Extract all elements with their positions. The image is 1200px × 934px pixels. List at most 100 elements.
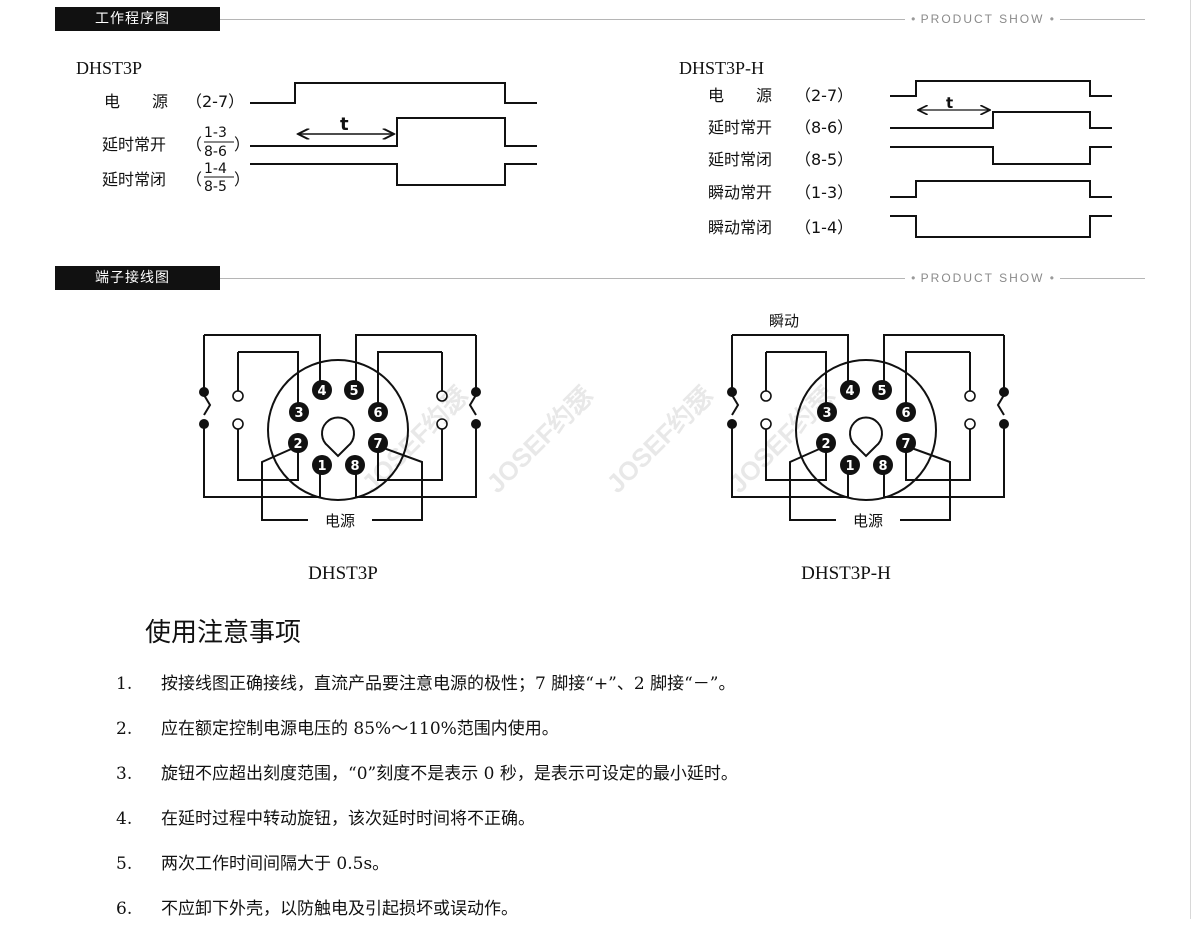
pin-number: 2 <box>821 437 830 452</box>
wire <box>355 425 477 498</box>
wire <box>377 428 443 481</box>
section-rule <box>220 278 1145 279</box>
delay-no-waveform <box>250 117 537 147</box>
pin-3: 3 <box>289 402 309 422</box>
pin-2: 2 <box>288 433 308 453</box>
notes-list: 1.按接线图正确接线，直流产品要注意电源的极性；7 脚接“+”、2 脚接“－”。… <box>116 664 738 934</box>
timing-row-instant-no: 瞬动常开 （1-3） <box>708 180 1112 202</box>
contact-dot <box>760 390 772 402</box>
timing-row-power: 电 源 （2-7） <box>708 80 1112 105</box>
notes-title: 使用注意事项 <box>145 618 302 648</box>
model-label-left: DHST3P <box>76 58 142 78</box>
wiring-contacts-left <box>199 387 481 430</box>
delay-no-waveform <box>890 111 1112 129</box>
t-label: t <box>946 94 953 112</box>
timing-chart-right: DHST3P-H 电 源 （2-7） 延时常开 （8-6） t 延时常闭 （8-… <box>679 58 1112 238</box>
contact-blade <box>468 394 477 416</box>
timing-row-delay-no: 延时常开 （ 1-3 8-6 ） t <box>102 114 537 160</box>
note-number: 2. <box>116 719 133 739</box>
power-label-right: 电源 <box>853 512 883 530</box>
relay-socket-outline <box>795 359 937 501</box>
contact-dot <box>471 419 481 429</box>
pins-bottom: 8-6 <box>204 144 227 160</box>
pin-number: 1 <box>317 459 326 474</box>
contact-blade <box>203 394 212 416</box>
contact-blade <box>996 394 1005 416</box>
row-pins: （8-6） <box>795 118 853 137</box>
row-label: 瞬动常闭 <box>708 218 772 237</box>
deco-text: PRODUCT SHOW <box>920 271 1045 285</box>
contact-dot <box>436 418 448 430</box>
timing-row-delay-no: 延时常开 （8-6） t <box>708 94 1112 137</box>
row-label: 延时常开 <box>708 118 772 137</box>
contact-dot <box>999 387 1009 397</box>
wire <box>237 428 299 481</box>
contact-blade <box>731 394 740 416</box>
wire <box>732 334 849 382</box>
pin-1: 1 <box>840 455 860 475</box>
pin-number: 4 <box>845 384 854 399</box>
note-text: 不应卸下外壳，以防触电及引起损坏或误动作。 <box>161 899 518 919</box>
pin-number: 5 <box>349 384 358 399</box>
socket-key-slot <box>849 416 883 458</box>
contact-dot <box>199 387 209 397</box>
pin-number: 8 <box>878 459 887 474</box>
note-text: 在延时过程中转动旋钮，该次延时时间将不正确。 <box>161 809 535 829</box>
pin-8: 8 <box>873 455 893 475</box>
pin-number: 2 <box>293 437 302 452</box>
section-rule <box>220 19 1145 20</box>
pin-6: 6 <box>368 402 388 422</box>
wiring-caption-right: DHST3P-H <box>801 563 891 584</box>
power-waveform <box>250 82 537 104</box>
row-label: 延时常开 <box>102 135 166 154</box>
wiring-diagram-right <box>731 334 1005 521</box>
pin-number: 7 <box>373 437 382 452</box>
pin-2: 2 <box>816 433 836 453</box>
instant-no-waveform <box>890 180 1112 198</box>
note-item: 6.不应卸下外壳，以防触电及引起损坏或误动作。 <box>116 889 738 934</box>
contact-dot <box>471 387 481 397</box>
delay-nc-waveform <box>250 163 537 186</box>
note-item: 3.旋钮不应超出刻度范围，“0”刻度不是表示 0 秒，是表示可设定的最小延时。 <box>116 754 738 799</box>
paren-close: ） <box>234 135 250 154</box>
contact-dot <box>232 418 244 430</box>
note-item: 5.两次工作时间间隔大于 0.5s。 <box>116 844 738 889</box>
paren-close: ） <box>234 170 250 189</box>
paren-open: （ <box>186 135 202 154</box>
note-text: 应在额定控制电源电压的 85%～110%范围内使用。 <box>161 719 559 739</box>
pin-number: 7 <box>901 437 910 452</box>
timing-row-delay-nc: 延时常闭 （8-5） <box>708 146 1112 169</box>
pin-5: 5 <box>344 380 364 400</box>
pins-bottom: 8-5 <box>204 179 227 195</box>
row-pins: （1-3） <box>795 183 853 202</box>
wire <box>377 351 442 404</box>
row-pins: （2-7） <box>795 86 853 105</box>
wire <box>204 334 321 382</box>
contact-dot <box>232 390 244 402</box>
row-label: 电 源 <box>104 92 168 111</box>
pin-number: 8 <box>350 459 359 474</box>
note-number: 4. <box>116 809 133 829</box>
wire <box>355 334 476 382</box>
timing-row-power: 电 源 （2-7） <box>104 82 537 111</box>
instant-label: 瞬动 <box>769 312 799 330</box>
pin-number: 6 <box>901 406 910 421</box>
section-title-timing: 工作程序图 <box>55 7 220 31</box>
deco-text: PRODUCT SHOW <box>920 12 1045 26</box>
page-right-border <box>1190 0 1191 919</box>
section-title-wiring: 端子接线图 <box>55 266 220 290</box>
row-label: 电 源 <box>708 86 772 105</box>
wiring-diagram-left <box>203 334 477 521</box>
power-wire <box>900 445 951 521</box>
contact-dot <box>727 387 737 397</box>
section-header-timing: 工作程序图 • PRODUCT SHOW • <box>55 7 1145 31</box>
pin-markers-left: 1 2 3 4 5 6 7 8 <box>288 380 388 475</box>
timing-chart-left: DHST3P 电 源 （2-7） 延时常开 （ 1-3 8-6 ） t 延时常闭… <box>76 58 537 195</box>
pin-number: 6 <box>373 406 382 421</box>
pin-markers-right: 1 2 3 4 5 6 7 8 <box>816 380 916 475</box>
contact-dot <box>436 390 448 402</box>
pin-number: 5 <box>877 384 886 399</box>
note-item: 2. 应在额定控制电源电压的 85%～110%范围内使用。 <box>116 709 738 754</box>
wire <box>883 425 1005 498</box>
wire <box>765 428 827 481</box>
